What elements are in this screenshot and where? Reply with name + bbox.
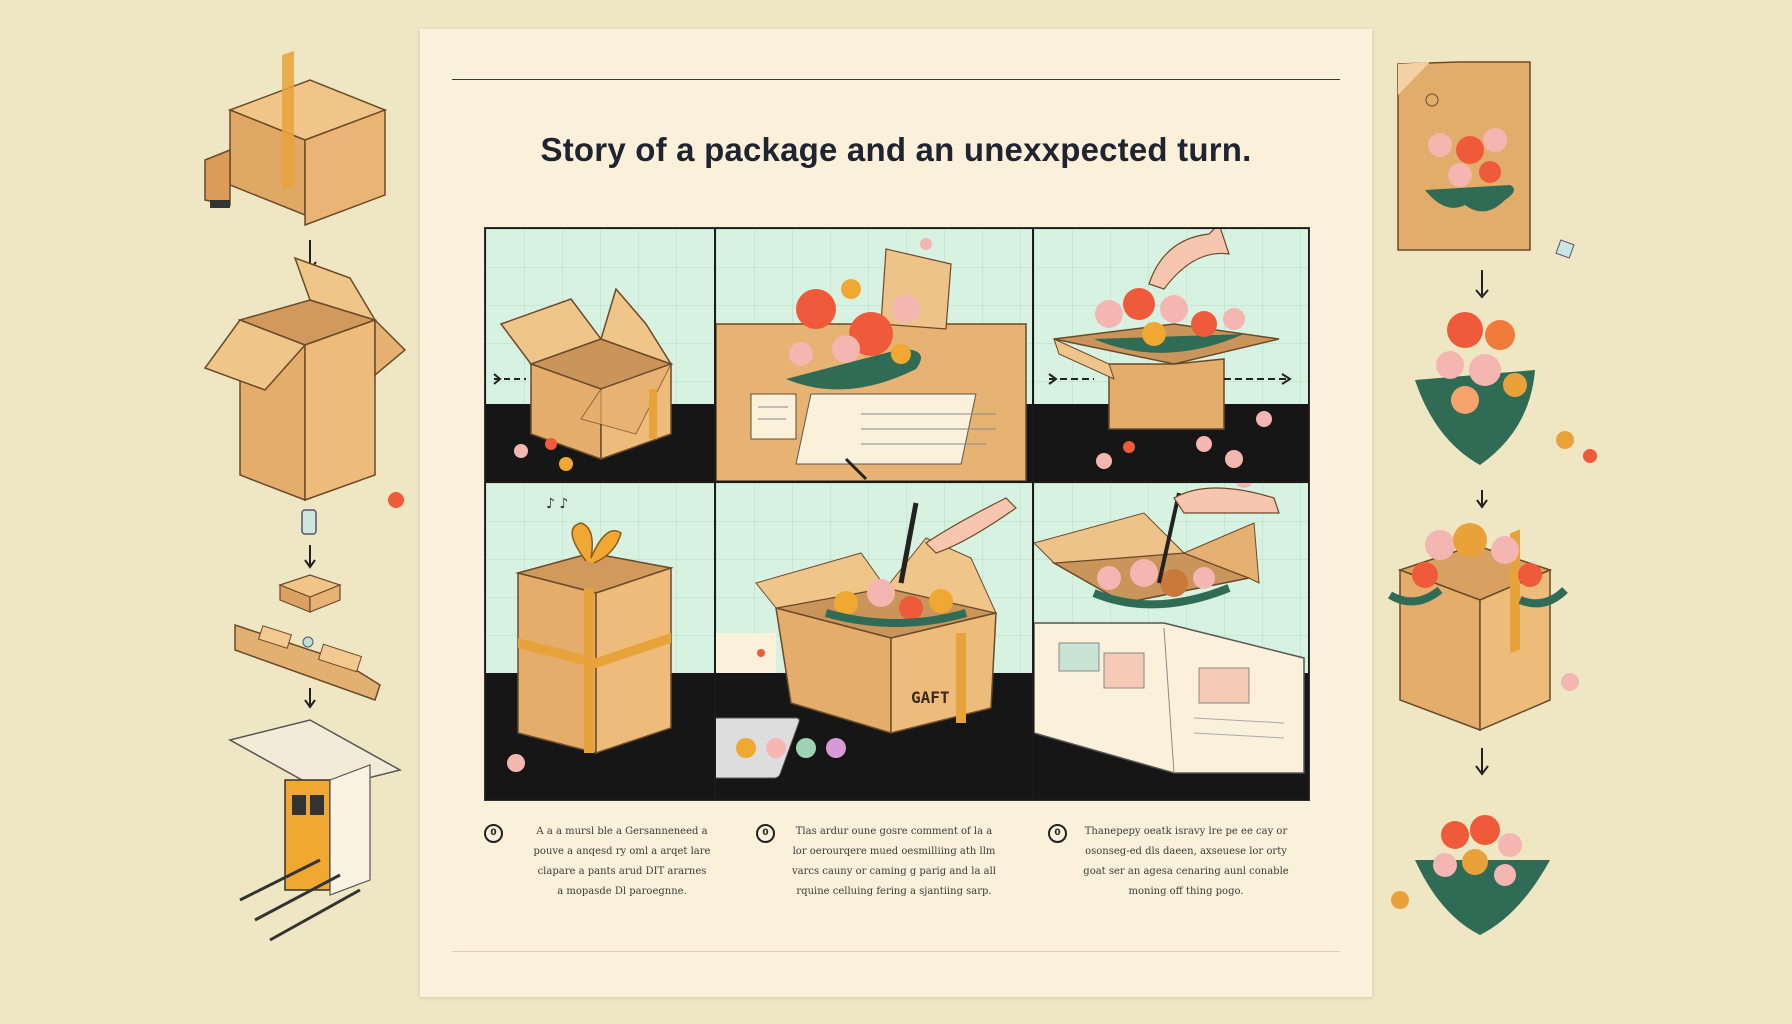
panel-flowers-arrive: [716, 229, 1032, 481]
captions: 0 A a a mursl ble a Gersanneneed a pouve…: [484, 824, 1308, 944]
flower-box-icon: [1387, 523, 1568, 732]
left-sequence: [200, 0, 420, 1024]
caption-line: rquine celluing fering a sjantiing sarp.: [796, 886, 992, 897]
caption-line: A a a mursl ble a Gersanneneed a: [536, 826, 708, 837]
arrow-down-icon: [1475, 748, 1489, 776]
flower-icon: [1583, 449, 1597, 463]
caption-line: goat ser an agesa cenaring aunl conable: [1083, 866, 1289, 877]
panel-album-reveal: [1034, 483, 1308, 799]
caption-line: lor oerourqere mued oesmilliing ath llm: [792, 846, 996, 857]
caption-line: pouve a anqesd ry oml a arqet lare: [533, 846, 711, 857]
right-sequence: [1370, 0, 1610, 1024]
panel-gift-box: ♪ ♪: [486, 483, 714, 799]
story-poster: Story of a package and an unexxpected tu…: [420, 29, 1372, 997]
bouquet-icon: [1415, 312, 1535, 465]
small-box-icon: [278, 574, 342, 613]
caption-line: a mopasde Dl paroegnne.: [557, 886, 687, 897]
caption-line: varcs cauny or caming g parig and la all: [792, 866, 996, 877]
caption-line: moning off thing pogo.: [1128, 886, 1244, 897]
stepped-box-icon: [204, 50, 388, 227]
caption-line: Tlas ardur oune gosre comment of la a: [795, 826, 993, 837]
svg-text:♪ ♪: ♪ ♪: [546, 496, 568, 512]
caption-number: 0: [1048, 824, 1067, 843]
flower-icon: [1391, 891, 1409, 909]
flower-icon: [1556, 431, 1574, 449]
bottom-rule: [452, 951, 1340, 952]
arrow-down-icon: [1476, 490, 1488, 509]
caption-number: 0: [756, 824, 775, 843]
arrow-down-icon: [304, 688, 316, 709]
arrow-down-icon: [304, 545, 316, 569]
panel-hand-arranging: [1034, 229, 1308, 481]
open-box-icon: [203, 256, 407, 502]
flower-icon: [388, 492, 404, 508]
envelope-bouquet-icon: [1397, 61, 1531, 251]
top-rule: [452, 79, 1340, 80]
caption-line: Thanepepy oeatk isravy lre pe ee cay or: [1084, 826, 1288, 837]
comic-grid: ♪ ♪: [484, 227, 1310, 801]
box-label: GAFT: [911, 688, 950, 707]
final-bouquet-icon: [1415, 815, 1550, 935]
flower-icon: [1561, 673, 1579, 691]
conveyor-icon: [234, 623, 381, 701]
arrow-down-icon: [1475, 270, 1489, 299]
page-title: Story of a package and an unexxpected tu…: [540, 131, 1252, 168]
panel-open-box: [486, 229, 714, 481]
caption-line: clapare a pants arud DIT ararnes: [537, 866, 707, 877]
caption-line: osonseg-ed dls daeen, axseuese lor orty: [1085, 846, 1287, 857]
train-icon: [227, 719, 403, 942]
small-tag-icon: [301, 509, 317, 535]
caption-number: 0: [484, 824, 503, 843]
panel-packing-box: GAFT: [716, 483, 1032, 799]
